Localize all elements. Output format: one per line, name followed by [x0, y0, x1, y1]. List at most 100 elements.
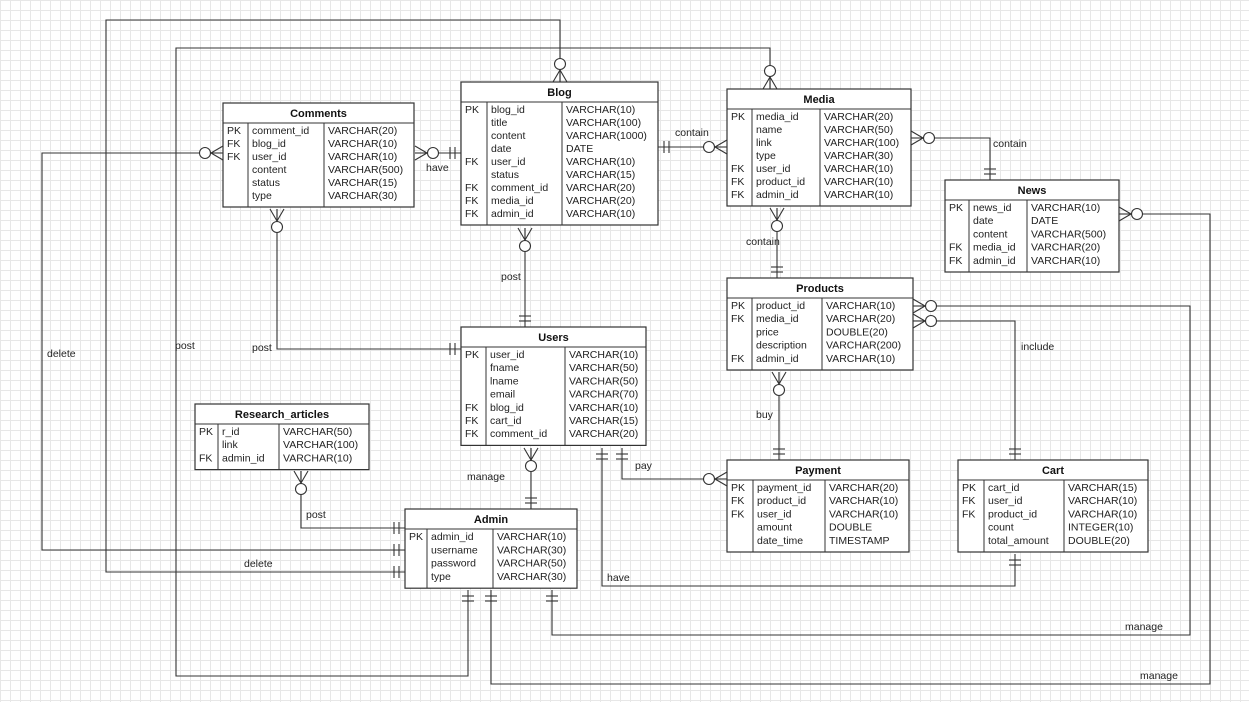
- table-title: News: [1018, 185, 1047, 197]
- column-type: VARCHAR(10): [1068, 495, 1137, 507]
- column-name: content: [252, 164, 287, 176]
- cardinality-marker-15: [1009, 448, 1021, 455]
- cardinality-marker-3: [702, 139, 728, 155]
- cardinality-marker-31: [546, 595, 558, 602]
- column-type: DOUBLE(20): [826, 326, 888, 338]
- column-key: FK: [731, 508, 744, 520]
- column-name: blog_id: [490, 402, 524, 414]
- relationship-label-comments_admin: delete: [47, 348, 76, 360]
- column-type: VARCHAR(20): [566, 182, 635, 194]
- column-type: VARCHAR(20): [569, 428, 638, 440]
- column-name: user_id: [756, 163, 791, 175]
- column-name: description: [756, 340, 807, 352]
- cardinality-marker-17: [702, 471, 728, 487]
- column-type: VARCHAR(10): [283, 452, 352, 464]
- column-name: r_id: [222, 426, 240, 438]
- relationship-labels: havecontaincontaincontainpostpostbuyincl…: [47, 127, 1178, 682]
- cardinality-marker-30: [912, 298, 938, 314]
- column-name: content: [973, 228, 1008, 240]
- cardinality-marker-24: [198, 145, 224, 161]
- column-name: user_id: [757, 508, 792, 520]
- column-name: admin_id: [756, 189, 799, 201]
- column-name: type: [252, 190, 272, 202]
- column-type: DATE: [566, 143, 593, 155]
- column-key: PK: [731, 482, 745, 494]
- column-name: product_id: [988, 508, 1037, 520]
- relationship-line-comments_admin: [41, 152, 405, 551]
- column-name: cart_id: [988, 482, 1020, 494]
- cardinality-marker-27: [393, 566, 400, 578]
- column-key: FK: [465, 415, 478, 427]
- cardinality-marker-10: [269, 208, 285, 234]
- column-key: FK: [465, 156, 478, 168]
- column-type: VARCHAR(20): [829, 482, 898, 494]
- table-box: [726, 459, 910, 553]
- cardinality-marker-12: [771, 371, 787, 397]
- table-box: [194, 403, 370, 471]
- column-type: VARCHAR(10): [497, 531, 566, 543]
- column-name: admin_id: [756, 353, 799, 365]
- column-type: VARCHAR(10): [566, 208, 635, 220]
- column-type: VARCHAR(10): [328, 151, 397, 163]
- column-key: FK: [731, 353, 744, 365]
- column-name: type: [756, 150, 776, 162]
- column-key: FK: [465, 402, 478, 414]
- cardinality-marker-33: [485, 595, 497, 602]
- cardinality-marker-18: [523, 447, 539, 473]
- column-name: product_id: [756, 300, 805, 312]
- column-name: count: [988, 522, 1014, 534]
- column-type: VARCHAR(30): [328, 190, 397, 202]
- column-type: VARCHAR(100): [824, 137, 899, 149]
- column-name: admin_id: [431, 531, 474, 543]
- relationship-line-news_admin: [490, 213, 1211, 685]
- column-key: FK: [731, 189, 744, 201]
- column-key: FK: [949, 242, 962, 254]
- column-name: comment_id: [490, 428, 547, 440]
- cardinality-marker-6: [769, 207, 785, 233]
- column-type: VARCHAR(50): [569, 362, 638, 374]
- column-type: VARCHAR(200): [826, 340, 901, 352]
- column-key: PK: [962, 482, 976, 494]
- relationship-label-blog_media: contain: [675, 127, 709, 139]
- relationship-label-users_cart: have: [607, 572, 630, 584]
- column-type: DOUBLE(20): [1068, 535, 1130, 547]
- column-type: VARCHAR(20): [566, 195, 635, 207]
- table-title: Blog: [547, 87, 571, 99]
- column-type: VARCHAR(30): [497, 571, 566, 583]
- relationship-label-media_news: contain: [993, 138, 1027, 150]
- cardinality-marker-19: [525, 497, 537, 504]
- cardinality-marker-5: [984, 168, 996, 175]
- column-name: status: [491, 169, 519, 181]
- column-name: user_id: [988, 495, 1023, 507]
- cardinality-marker-20: [293, 470, 309, 496]
- column-type: VARCHAR(10): [1068, 508, 1137, 520]
- table-title: Admin: [474, 514, 509, 526]
- cardinality-marker-4: [910, 130, 936, 146]
- column-name: user_id: [252, 151, 287, 163]
- column-name: date: [491, 143, 512, 155]
- table-box: [726, 277, 914, 371]
- column-type: VARCHAR(30): [497, 544, 566, 556]
- table-title: Media: [803, 94, 835, 106]
- column-type: DATE: [1031, 215, 1058, 227]
- column-name: email: [490, 389, 515, 401]
- table-title: Products: [796, 283, 844, 295]
- column-type: VARCHAR(10): [826, 353, 895, 365]
- relationship-label-products_payment: buy: [756, 409, 774, 421]
- column-key: PK: [465, 349, 479, 361]
- relationship-line-blog_admin: [105, 19, 561, 573]
- column-key: FK: [731, 176, 744, 188]
- cardinality-marker-2: [663, 141, 670, 153]
